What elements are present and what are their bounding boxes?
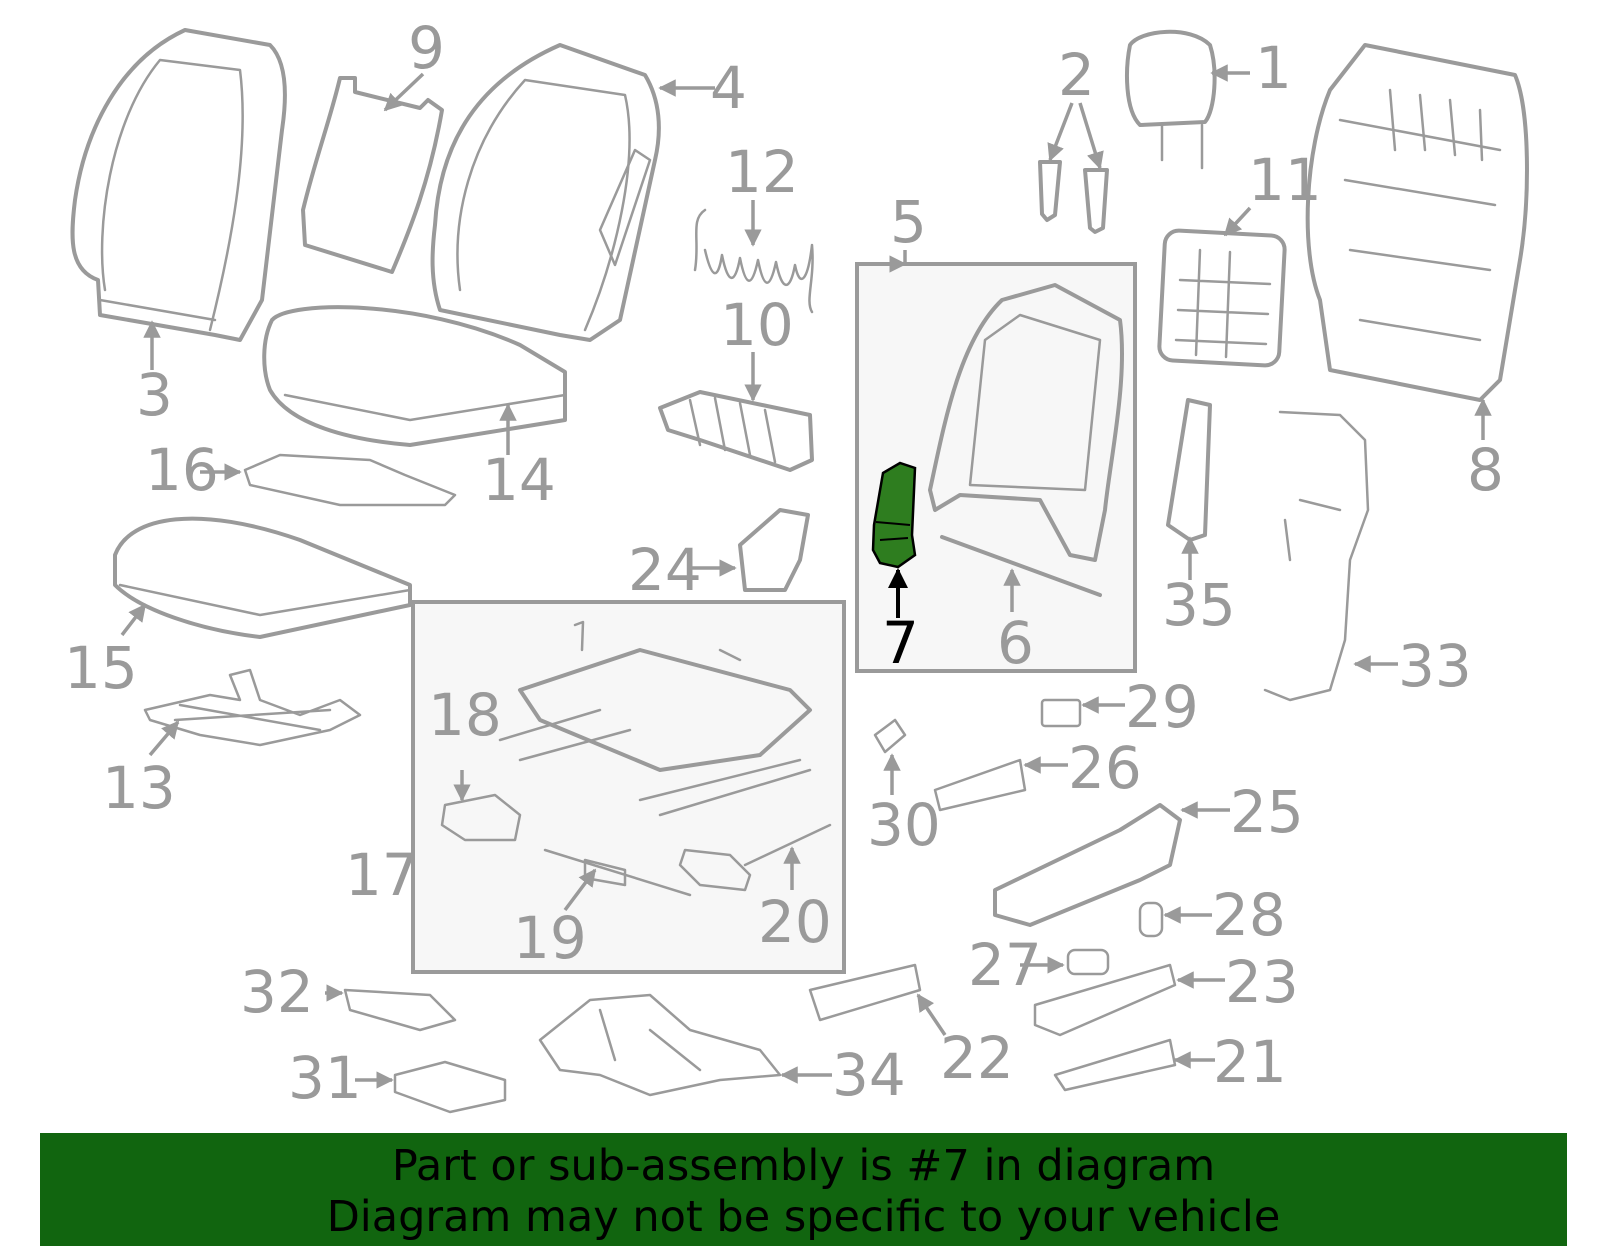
part-24-cover — [738, 508, 810, 592]
banner-line-1: Part or sub-assembly is #7 in diagram — [391, 1141, 1216, 1191]
part-27-knob — [1066, 948, 1110, 976]
part-21-trim — [1053, 1038, 1177, 1092]
callout-8: 8 — [1467, 436, 1504, 504]
part-7-highlighted-actuator — [871, 461, 917, 569]
callout-28: 28 — [1212, 881, 1286, 949]
callout-2: 2 — [1058, 41, 1095, 109]
part-28-knob — [1138, 901, 1164, 938]
part-10-lumbar-wire — [658, 390, 814, 472]
part-34-harness — [538, 993, 782, 1097]
part-6-rod — [940, 535, 1102, 597]
callout-22: 22 — [940, 1024, 1014, 1092]
callout-33: 33 — [1398, 632, 1472, 700]
part-31-module — [393, 1060, 507, 1114]
part-20-motor — [678, 823, 832, 892]
callout-4: 4 — [710, 54, 747, 122]
callout-7: 7 — [882, 609, 919, 677]
part-3-seat-back-cover — [70, 28, 287, 342]
callout-10: 10 — [720, 291, 794, 359]
part-17-track-frame — [498, 620, 812, 817]
part-32-bracket — [343, 988, 457, 1032]
leader-lines — [120, 64, 1492, 1089]
callout-16: 16 — [145, 436, 219, 504]
part-11-lumbar-mat — [1157, 228, 1287, 368]
callout-15: 15 — [64, 634, 138, 702]
part-25-side-shield — [993, 803, 1182, 927]
callout-6: 6 — [997, 609, 1034, 677]
part-9-pad — [301, 76, 444, 274]
part-22-trim — [808, 963, 922, 1022]
callout-32: 32 — [240, 958, 314, 1026]
part-15-cushion-cover — [113, 516, 412, 639]
part-8-rear-panel — [1305, 43, 1529, 402]
banner-line-2: Diagram may not be specific to your vehi… — [326, 1192, 1281, 1242]
callout-20: 20 — [758, 888, 832, 956]
part-2-headrest-guides — [1038, 160, 1109, 234]
part-13-springs — [143, 668, 362, 747]
callout-14: 14 — [482, 446, 556, 514]
callout-5: 5 — [890, 188, 927, 256]
callout-17: 17 — [345, 841, 419, 909]
part-26-switch — [933, 758, 1027, 812]
callout-26: 26 — [1068, 734, 1142, 802]
part-4-seat-back-pad — [430, 43, 661, 342]
callout-1: 1 — [1255, 34, 1292, 102]
callout-34: 34 — [832, 1041, 906, 1109]
callout-21: 21 — [1213, 1028, 1287, 1096]
callout-labels: 1 2 3 4 5 6 7 8 9 10 11 12 13 14 15 16 1… — [64, 14, 1504, 1112]
part-12-spring — [693, 208, 814, 314]
callout-29: 29 — [1125, 673, 1199, 741]
callout-31: 31 — [288, 1044, 362, 1112]
callout-35: 35 — [1162, 571, 1236, 639]
part-1-headrest — [1125, 29, 1217, 170]
part-16-heater — [243, 453, 457, 507]
part-35-trim — [1166, 398, 1212, 542]
callout-11: 11 — [1248, 146, 1322, 214]
callout-9: 9 — [408, 14, 445, 82]
callout-27: 27 — [968, 931, 1042, 999]
info-banner: Part or sub-assembly is #7 in diagram Di… — [40, 1133, 1567, 1246]
callout-3: 3 — [136, 361, 173, 429]
callout-12: 12 — [725, 138, 799, 206]
callout-13: 13 — [102, 754, 176, 822]
part-29-clip — [1040, 698, 1082, 728]
part-23-trim — [1033, 963, 1177, 1037]
assembly-box-17 — [411, 600, 846, 974]
callout-24: 24 — [628, 536, 702, 604]
callout-25: 25 — [1230, 778, 1304, 846]
part-30-clip — [873, 718, 907, 754]
part-5-seat-back-frame — [928, 283, 1124, 562]
callout-23: 23 — [1225, 948, 1299, 1016]
callout-19: 19 — [513, 904, 587, 972]
callout-18: 18 — [428, 681, 502, 749]
part-18-motor — [440, 793, 522, 842]
part-33-harness — [1263, 410, 1370, 702]
callout-30: 30 — [867, 791, 941, 859]
